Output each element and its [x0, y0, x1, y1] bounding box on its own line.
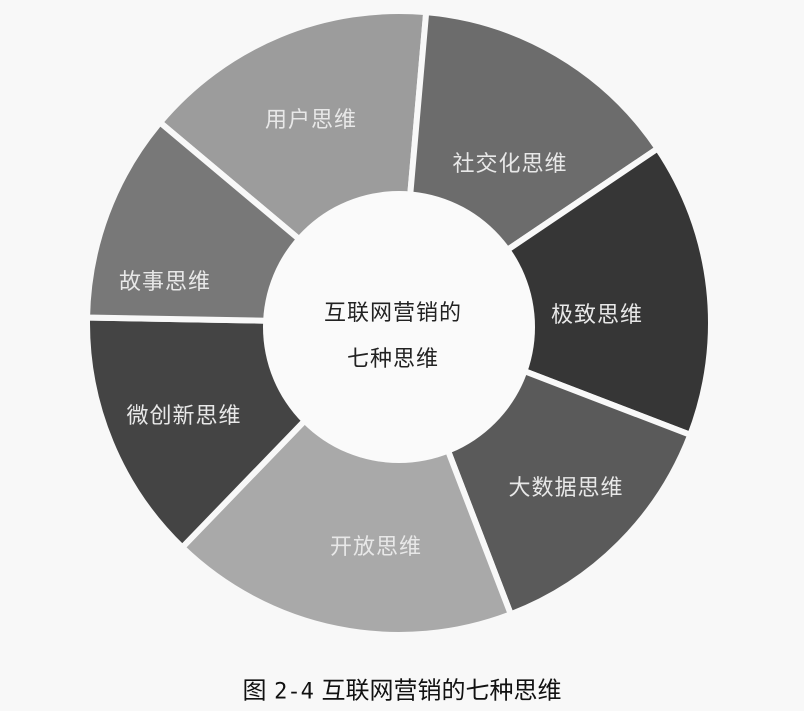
segment-label-big-data: 大数据思维	[508, 476, 624, 501]
segment-label-story: 故事思维	[118, 270, 212, 295]
segment-label-ultimate: 极致思维	[550, 303, 644, 328]
segment-label-micro-innovation: 微创新思维	[126, 404, 242, 429]
segment-label-open: 开放思维	[329, 535, 423, 560]
caption-title: 互联网营销的七种思维	[321, 676, 562, 705]
figure-caption: 图 2-4 互联网营销的七种思维	[242, 671, 561, 706]
segment-ultimate	[392, 144, 714, 439]
center-circle	[263, 191, 535, 463]
center-title-line-1: 互联网营销的	[323, 301, 463, 326]
segment-label-social: 社交化思维	[452, 152, 568, 177]
segment-label-user: 用户思维	[264, 108, 358, 133]
center-title-line-2: 七种思维	[346, 347, 440, 372]
caption-number: 2-4	[274, 679, 314, 705]
caption-prefix: 图	[242, 676, 267, 705]
